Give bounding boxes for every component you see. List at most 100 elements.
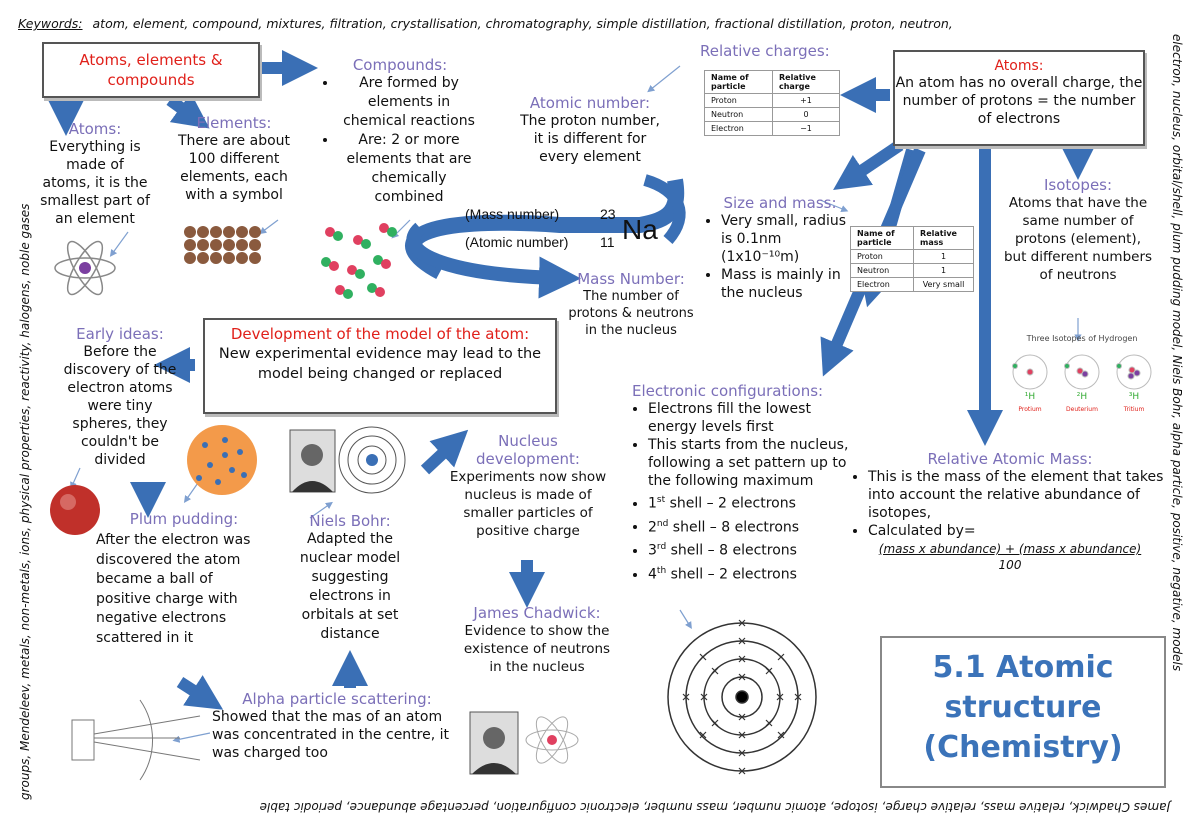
mass-number-label: (Mass number) bbox=[465, 206, 560, 222]
elements-section: Elements: There are about 100 different … bbox=[170, 114, 298, 204]
topic-title: 5.1 Atomic structure (Chemistry) bbox=[923, 650, 1123, 765]
atomic-number-body: The proton number, it is different for e… bbox=[520, 113, 660, 165]
shell-4: 4th shell – 2 electrons bbox=[648, 561, 852, 585]
electronic-config-heading: Electronic configurations: bbox=[632, 382, 824, 400]
curved-arrow-2 bbox=[406, 222, 581, 299]
compound-molecules-icon bbox=[321, 223, 397, 299]
nucleus-dev-body: Experiments now show nucleus is made of … bbox=[449, 469, 607, 539]
isotope-symbol-2: ²H bbox=[1076, 392, 1088, 402]
isotope-symbol-3: ³H bbox=[1128, 392, 1140, 402]
alpha-heading: Alpha particle scattering: bbox=[242, 690, 432, 708]
size-mass-bullet-2: Mass is mainly in the nucleus bbox=[721, 266, 855, 302]
table-row: Proton+1 bbox=[704, 93, 841, 108]
atomic-number-section: Atomic number: The proton number, it is … bbox=[515, 94, 665, 166]
isotope-label-deuterium: Deuterium bbox=[1066, 406, 1098, 413]
keywords-bottom: James Chadwick, relative mass, relative … bbox=[259, 800, 1170, 814]
size-mass-section: Size and mass: Very small, radius is 0.1… bbox=[705, 194, 855, 302]
keywords-left: groups, Mendeleev, metals, non-metals, i… bbox=[18, 203, 32, 800]
relative-charges-heading: Relative charges: bbox=[700, 42, 830, 60]
curved-arrow-3 bbox=[643, 174, 686, 244]
electronic-config-bullet-2: This starts from the nucleus, following … bbox=[648, 436, 852, 490]
ram-section: Relative Atomic Mass: This is the mass o… bbox=[850, 450, 1170, 572]
size-mass-heading: Size and mass: bbox=[723, 194, 837, 212]
atom-diagram-icon bbox=[54, 240, 116, 296]
development-body: New experimental evidence may lead to th… bbox=[218, 346, 542, 382]
chadwick-section: James Chadwick: Evidence to show the exi… bbox=[462, 604, 612, 676]
ram-bullet-1: This is the mass of the element that tak… bbox=[868, 468, 1170, 522]
mass-number-section: Mass Number: The number of protons & neu… bbox=[566, 270, 696, 339]
shell-2: 2nd shell – 8 electrons bbox=[648, 514, 852, 538]
alpha-section: Alpha particle scattering: Showed that t… bbox=[212, 690, 462, 762]
compounds-bullet-2: Are: 2 or more elements that are chemica… bbox=[338, 131, 480, 207]
elements-heading: Elements: bbox=[196, 114, 272, 132]
isotope-label-tritium: Tritium bbox=[1123, 406, 1145, 413]
alpha-body: Showed that the mas of an atom was conce… bbox=[212, 709, 450, 761]
solid-sphere-icon bbox=[50, 485, 100, 535]
plum-pudding-body: After the electron was discovered the at… bbox=[96, 532, 251, 646]
element-lattice-icon bbox=[184, 226, 261, 264]
plum-pudding-heading: Plum pudding: bbox=[129, 510, 239, 528]
isotopes-section: Isotopes: Atoms that have the same numbe… bbox=[1002, 176, 1154, 284]
isotope-diagrams-icon bbox=[1012, 354, 1152, 390]
atoms-box: Atoms: An atom has no overall charge, th… bbox=[893, 50, 1145, 146]
alpha-scattering-apparatus-icon bbox=[71, 699, 201, 781]
atoms-def-body: Everything is made of atoms, it is the s… bbox=[40, 139, 150, 227]
chadwick-body: Evidence to show the existence of neutro… bbox=[463, 623, 611, 675]
chadwick-heading: James Chadwick: bbox=[473, 604, 601, 622]
element-symbol: Na bbox=[622, 214, 658, 245]
plum-pudding-icon bbox=[187, 425, 257, 495]
ram-formula-bottom: 100 bbox=[998, 558, 1022, 572]
table-row: Electron−1 bbox=[704, 121, 841, 136]
keywords-right: electron, nucleus, orbital/shell, plum p… bbox=[1170, 34, 1184, 672]
atoms-def-heading: Atoms: bbox=[68, 120, 122, 138]
atoms-box-body: An atom has no overall charge, the numbe… bbox=[895, 75, 1143, 127]
arrow-to-size-mass bbox=[833, 140, 904, 191]
bohr-model-icon bbox=[338, 426, 406, 494]
development-box: Development of the model of the atom: Ne… bbox=[203, 318, 557, 414]
plum-pudding-section: Plum pudding: bbox=[100, 510, 268, 528]
electron-shells-diagram-icon bbox=[667, 622, 817, 772]
atomic-number-value: 11 bbox=[600, 234, 615, 250]
early-ideas-section: Early ideas: Before the discovery of the… bbox=[60, 325, 180, 469]
isotope-label-protium: Protium bbox=[1018, 406, 1042, 413]
arrow-to-elements bbox=[166, 92, 210, 129]
niels-bohr-heading: Niels Bohr: bbox=[309, 512, 391, 530]
isotope-symbol-1: ¹H bbox=[1024, 392, 1036, 402]
nucleus-dev-section: Nucleus development: Experiments now sho… bbox=[448, 432, 608, 540]
electronic-config-section: Electronic configurations: Electrons fil… bbox=[632, 382, 852, 585]
atoms-box-heading: Atoms: bbox=[994, 58, 1044, 74]
aec-title: Atoms, elements & compounds bbox=[79, 51, 223, 89]
keywords-top-text: atom, element, compound, mixtures, filtr… bbox=[92, 16, 953, 31]
niels-bohr-section: Niels Bohr: Adapted the nuclear model su… bbox=[290, 512, 410, 644]
topic-box: 5.1 Atomic structure (Chemistry) bbox=[880, 636, 1166, 788]
early-ideas-heading: Early ideas: bbox=[76, 325, 164, 343]
niels-bohr-body: Adapted the nuclear model suggesting ele… bbox=[299, 531, 401, 642]
mass-number-body: The number of protons & neutrons in the … bbox=[568, 289, 694, 338]
aec-box: Atoms, elements & compounds bbox=[42, 42, 260, 98]
shell-3: 3rd shell – 8 electrons bbox=[648, 537, 852, 561]
nucleus-model-icon bbox=[525, 716, 579, 764]
keywords-top: Keywords: atom, element, compound, mixtur… bbox=[18, 16, 953, 31]
isotopes-heading: Isotopes: bbox=[1043, 176, 1113, 194]
mass-number-value: 23 bbox=[600, 206, 616, 222]
atomic-number-label: (Atomic number) bbox=[465, 234, 569, 250]
keywords-label: Keywords: bbox=[18, 16, 83, 31]
arrow-to-nucleus bbox=[420, 429, 469, 475]
elements-body: There are about 100 different elements, … bbox=[177, 133, 291, 203]
shell-1: 1st shell – 2 electrons bbox=[648, 490, 852, 514]
mass-number-heading: Mass Number: bbox=[577, 270, 685, 288]
ram-heading: Relative Atomic Mass: bbox=[927, 450, 1093, 468]
atomic-number-heading: Atomic number: bbox=[529, 94, 651, 112]
early-ideas-body: Before the discovery of the electron ato… bbox=[63, 344, 177, 468]
development-title: Development of the model of the atom: bbox=[230, 325, 530, 343]
nucleus-dev-heading: Nucleus development: bbox=[475, 432, 580, 468]
